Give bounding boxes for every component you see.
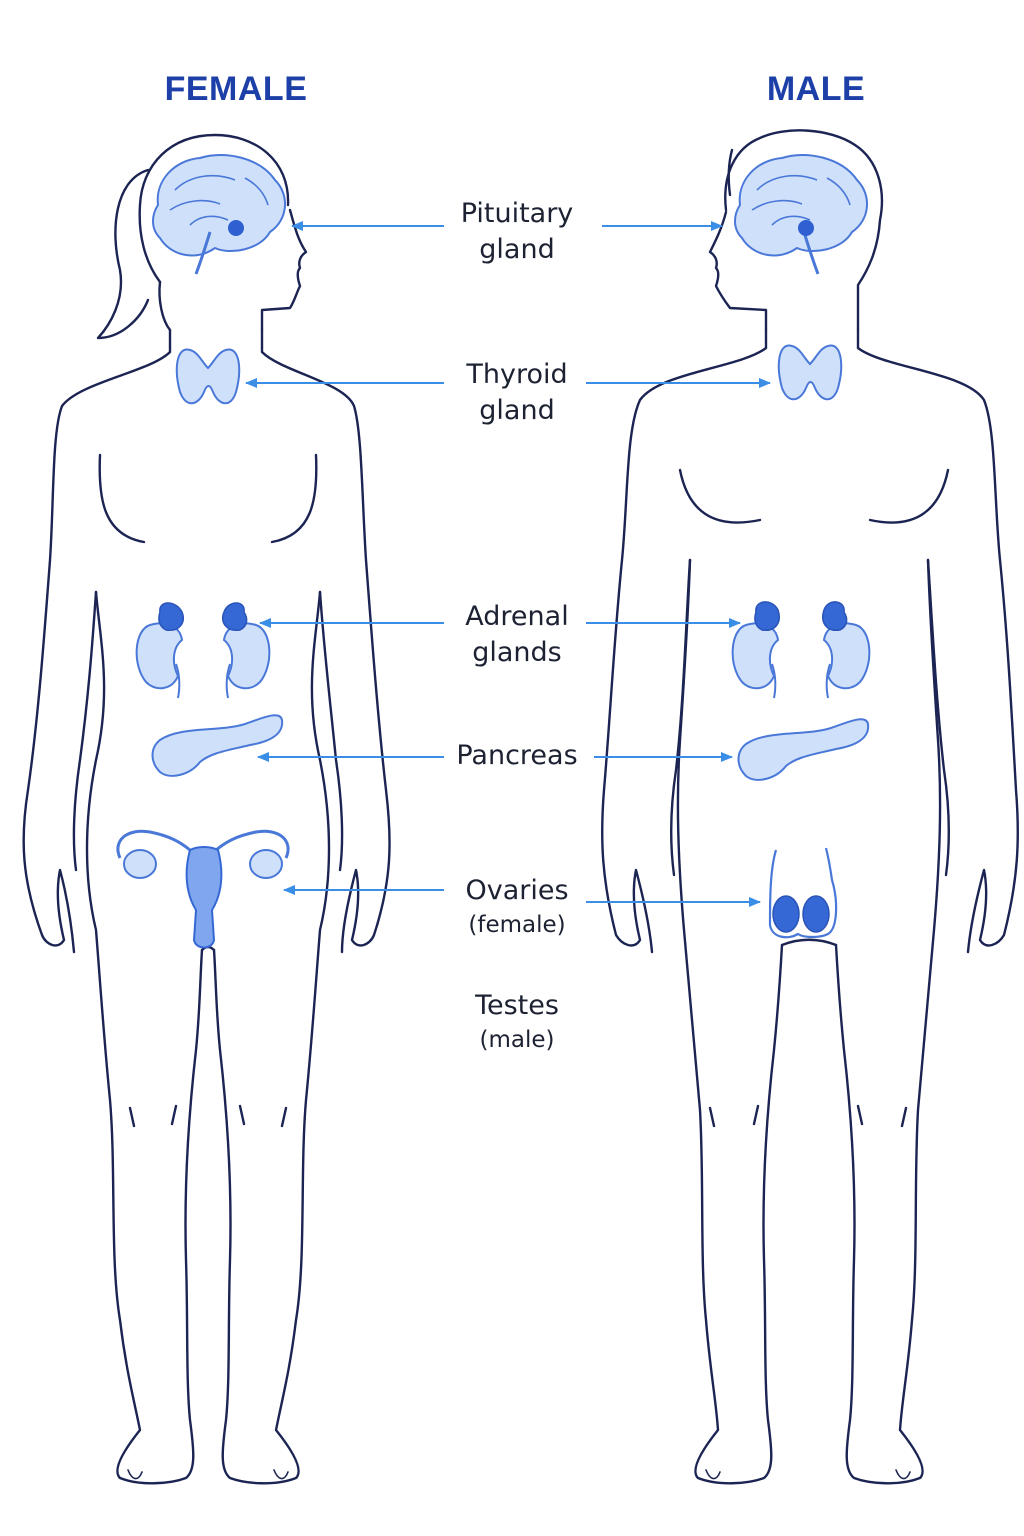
label-pituitary-line1: Pituitary xyxy=(460,198,574,229)
male-pancreas xyxy=(737,718,870,781)
male-brain xyxy=(734,154,869,275)
label-adrenal-line2: glands xyxy=(472,637,562,668)
female-ovaries-uterus xyxy=(116,829,290,949)
male-testes xyxy=(768,847,838,939)
label-pancreas-line1: Pancreas xyxy=(456,740,578,771)
label-pancreas: Pancreas xyxy=(412,738,622,774)
label-pituitary-gland: Pituitary gland xyxy=(412,196,622,268)
label-pituitary-line2: gland xyxy=(479,234,555,265)
label-thyroid-line2: gland xyxy=(479,395,555,426)
male-heading: MALE xyxy=(766,70,866,108)
female-adrenal-glands xyxy=(135,602,271,699)
label-ovaries-line2: (female) xyxy=(468,912,566,938)
male-thyroid-gland xyxy=(777,344,843,401)
male-adrenal-glands xyxy=(731,601,871,699)
male-pituitary-gland xyxy=(798,220,814,236)
female-body-outline xyxy=(22,133,391,1485)
label-testes: Testes (male) xyxy=(412,988,622,1056)
female-brain xyxy=(152,154,287,275)
female-pancreas xyxy=(151,714,284,777)
male-body-outline xyxy=(600,129,1020,1485)
label-thyroid-line1: Thyroid xyxy=(466,359,568,390)
female-thyroid-gland xyxy=(175,348,241,405)
label-ovaries: Ovaries (female) xyxy=(412,873,622,941)
label-ovaries-line1: Ovaries xyxy=(465,875,569,906)
label-testes-line1: Testes xyxy=(475,990,559,1021)
label-adrenal-glands: Adrenal glands xyxy=(412,599,622,671)
label-thyroid-gland: Thyroid gland xyxy=(412,357,622,429)
label-testes-line2: (male) xyxy=(479,1027,555,1053)
female-heading: FEMALE xyxy=(164,70,308,108)
label-adrenal-line1: Adrenal xyxy=(465,601,569,632)
female-pituitary-gland xyxy=(228,220,244,236)
